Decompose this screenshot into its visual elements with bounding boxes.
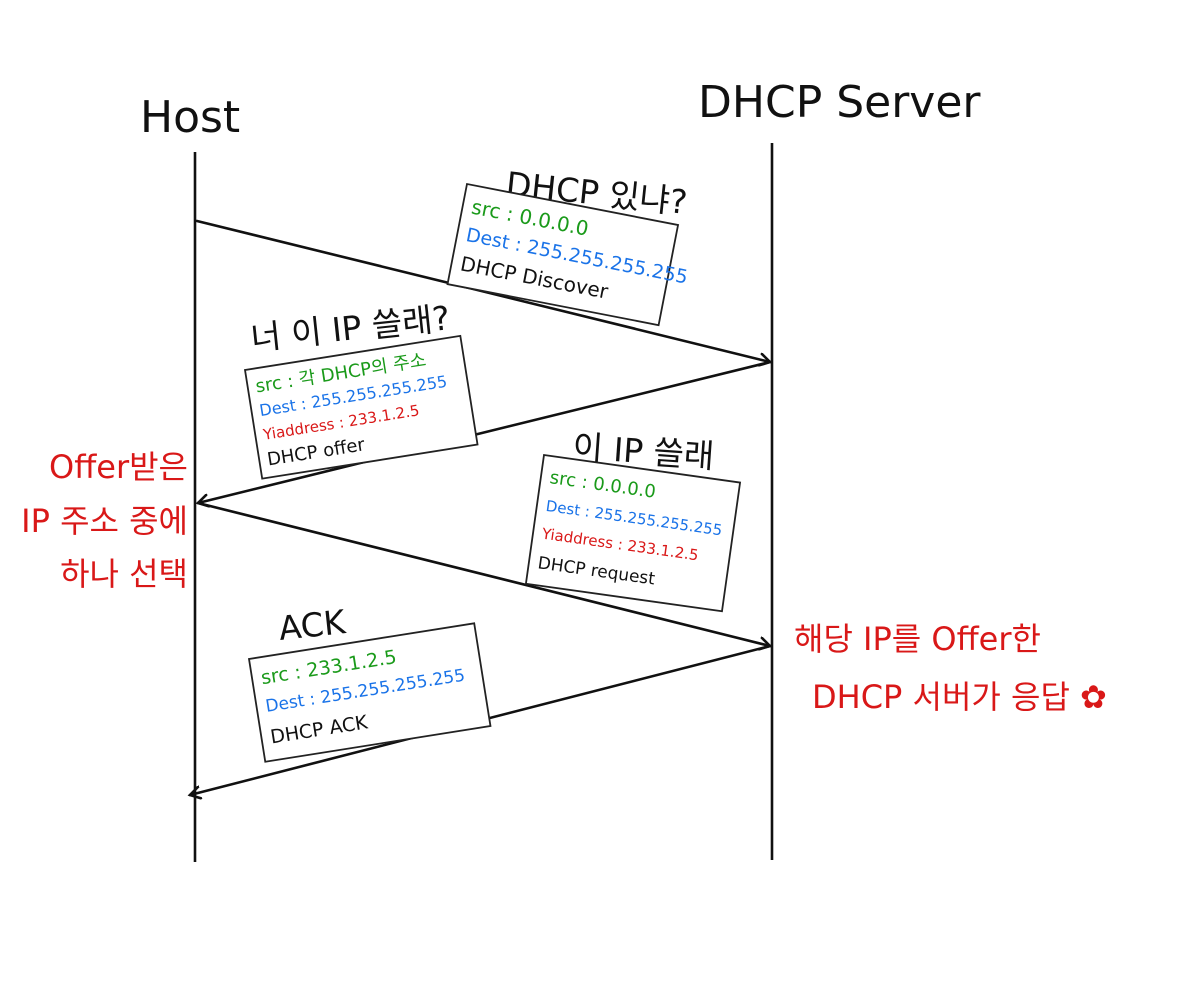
message-discover: DHCP 있냐? src : 0.0.0.0 Dest : 255.255.25…: [446, 164, 690, 327]
host-title: Host: [140, 92, 240, 143]
offer-box: [243, 334, 479, 480]
host-note-line-1: Offer받은: [49, 448, 188, 486]
host-note-line-2: IP 주소 중에: [21, 502, 188, 540]
server-note: 해당 IP를 Offer한 DHCP 서버가 응답 ✿: [794, 620, 1107, 716]
message-offer: 너 이 IP 쓸래? src : 각 DHCP의 주소 Dest : 255.2…: [243, 298, 479, 480]
message-ack: ACK src : 233.1.2.5 Dest : 255.255.255.2…: [247, 602, 492, 763]
host-note-line-3: 하나 선택: [60, 555, 188, 593]
ack-box: [247, 622, 492, 763]
arrow-offer: [198, 360, 772, 503]
request-box: [524, 453, 742, 613]
server-title: DHCP Server: [698, 77, 981, 128]
host-note: Offer받은 IP 주소 중에 하나 선택: [21, 448, 188, 593]
message-request: 이 IP 쓸래 src : 0.0.0.0 Dest : 255.255.255…: [524, 427, 742, 613]
discover-box: [446, 182, 680, 327]
server-note-line-2: DHCP 서버가 응답 ✿: [812, 678, 1107, 716]
ack-heading: ACK: [277, 602, 349, 648]
arrow-request: [196, 501, 770, 646]
server-note-line-1: 해당 IP를 Offer한: [794, 620, 1041, 658]
